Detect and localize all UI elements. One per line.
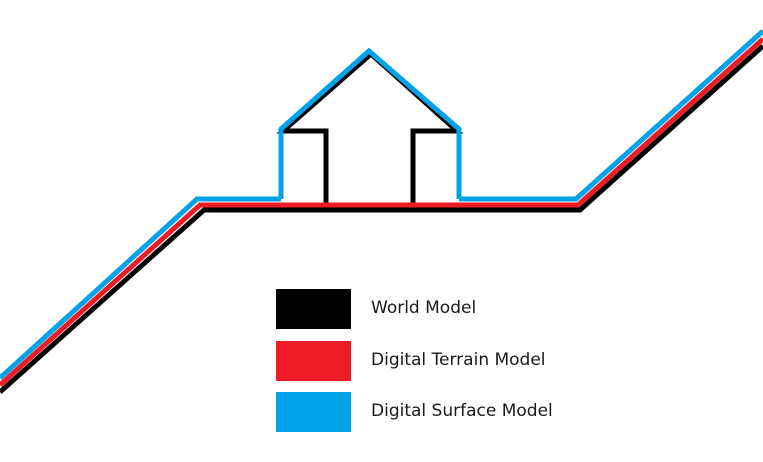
world-ground-line <box>0 44 763 394</box>
legend-label-digital-terrain-model: Digital Terrain Model <box>371 350 546 370</box>
surface-ground-right <box>459 29 763 202</box>
surface-ground-left <box>0 196 281 380</box>
legend-swatch-digital-terrain-model <box>276 341 351 381</box>
world-house-left-wall <box>276 50 464 208</box>
world-model-lines <box>0 44 763 394</box>
legend-label-world-model: World Model <box>371 298 477 318</box>
legend-label-digital-surface-model: Digital Surface Model <box>371 401 553 421</box>
surface-model-lines <box>0 29 763 380</box>
terrain-model-line <box>0 37 763 387</box>
legend-swatch-digital-surface-model <box>276 392 351 432</box>
surface-house-outline <box>278 47 462 199</box>
legend-swatch-world-model <box>276 289 351 329</box>
